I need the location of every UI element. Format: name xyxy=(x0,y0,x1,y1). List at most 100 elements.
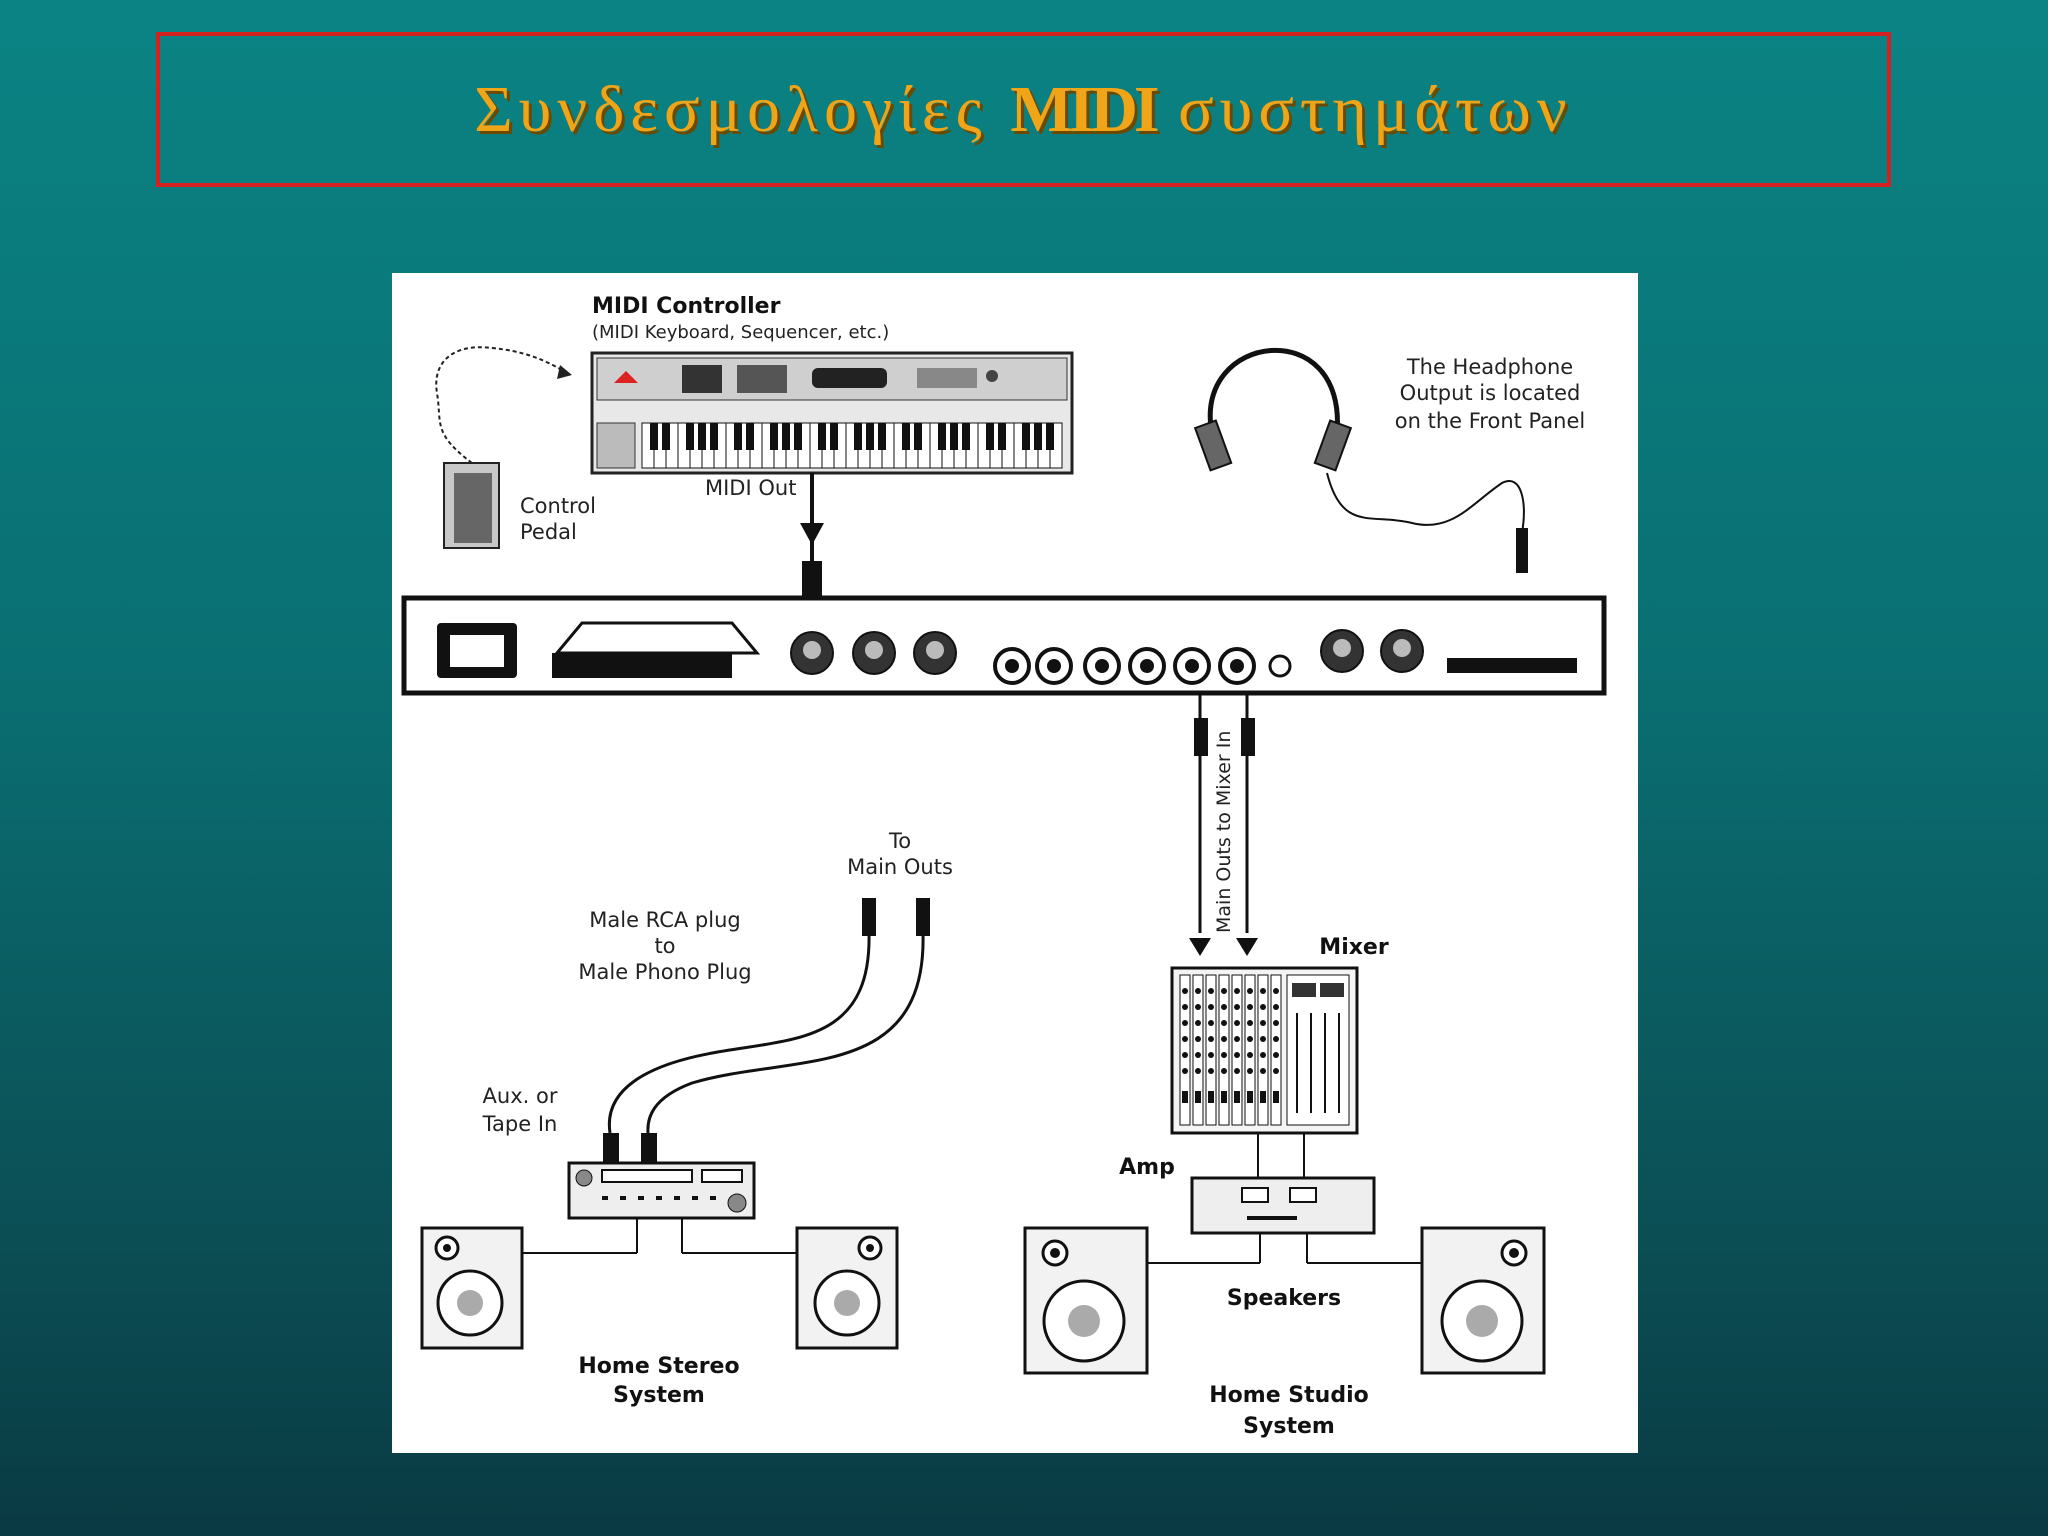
mixer-channel-strip xyxy=(1231,974,1243,1126)
mixer-knob xyxy=(1260,1020,1266,1026)
midi-connection-diagram: MIDI Controller (MIDI Keyboard, Sequence… xyxy=(392,273,1638,1453)
mixer-knob xyxy=(1234,1036,1240,1042)
mixer-knob xyxy=(1182,1004,1188,1010)
black-key xyxy=(914,423,922,450)
mixer-channel-strip xyxy=(1244,974,1256,1126)
black-key xyxy=(950,423,958,450)
aux-tape-line2: Tape In xyxy=(482,1112,558,1136)
midi-out-label: MIDI Out xyxy=(705,476,796,500)
mixer xyxy=(1170,966,1359,1178)
mixer-knob xyxy=(1221,1052,1227,1058)
mixer-knob xyxy=(1195,1068,1201,1074)
mixer-knob xyxy=(1234,1068,1240,1074)
aux-tape-line1: Aux. or xyxy=(483,1084,558,1108)
midi-out-cable xyxy=(800,473,824,596)
title-frame: Συνδεσμολογίες MIDI συστημάτων xyxy=(156,32,1891,187)
black-key xyxy=(818,423,826,450)
amp-label: Amp xyxy=(1119,1155,1175,1180)
rca-plug-line3: Male Phono Plug xyxy=(578,960,751,984)
headphone-note-line3: on the Front Panel xyxy=(1395,409,1585,433)
mixer-knob xyxy=(1247,1004,1253,1010)
mixer-knob xyxy=(1182,1068,1188,1074)
rear-panel xyxy=(401,595,1607,696)
mixer-knob xyxy=(1247,988,1253,994)
home-stereo-line1: Home Stereo xyxy=(578,1354,739,1379)
main-outs-to-mixer-label: Main Outs to Mixer In xyxy=(1213,731,1235,933)
black-key xyxy=(998,423,1006,450)
mixer-knob xyxy=(1208,1036,1214,1042)
mixer-channel-strip xyxy=(1257,974,1269,1126)
midi-controller-subtitle: (MIDI Keyboard, Sequencer, etc.) xyxy=(592,322,889,343)
to-main-outs-line1: To xyxy=(888,829,911,853)
black-key xyxy=(662,423,670,450)
mixer-knob xyxy=(1273,1004,1279,1010)
midi-port-pin xyxy=(865,641,883,659)
black-key xyxy=(866,423,874,450)
black-key xyxy=(854,423,862,450)
headphone-note-line1: The Headphone xyxy=(1406,355,1573,379)
black-key xyxy=(1046,423,1054,450)
mixer-knob xyxy=(1273,988,1279,994)
black-key xyxy=(878,423,886,450)
black-key xyxy=(686,423,694,450)
mixer-knob xyxy=(1247,1052,1253,1058)
mixer-fader xyxy=(1234,1091,1240,1103)
mixer-knob xyxy=(1221,1036,1227,1042)
audio-jack-hole xyxy=(1095,659,1109,673)
mixer-knob xyxy=(1234,1020,1240,1026)
mixer-knob xyxy=(1182,1052,1188,1058)
black-key xyxy=(650,423,658,450)
black-key xyxy=(1022,423,1030,450)
mixer-knob xyxy=(1195,1020,1201,1026)
din-port-pin xyxy=(1333,639,1351,657)
mixer-channel-strip xyxy=(1205,974,1217,1126)
mixer-knob xyxy=(1273,1020,1279,1026)
mixer-knob xyxy=(1273,1068,1279,1074)
din-port-pin xyxy=(1393,639,1411,657)
stereo-speaker-right xyxy=(795,1226,899,1350)
mixer-knob xyxy=(1195,1004,1201,1010)
mixer-fader xyxy=(1195,1091,1201,1103)
black-key xyxy=(782,423,790,450)
home-studio-line2: System xyxy=(1243,1414,1335,1439)
rca-cables xyxy=(603,898,930,1163)
mixer-knob xyxy=(1208,1004,1214,1010)
to-main-outs-line2: Main Outs xyxy=(847,855,953,879)
midi-port-pin xyxy=(803,641,821,659)
mixer-channel-strip xyxy=(1179,974,1191,1126)
mixer-knob xyxy=(1273,1036,1279,1042)
black-key xyxy=(938,423,946,450)
speakers-label: Speakers xyxy=(1227,1286,1341,1311)
mixer-knob xyxy=(1221,1004,1227,1010)
mixer-knob xyxy=(1195,1036,1201,1042)
mixer-fader xyxy=(1260,1091,1266,1103)
black-key xyxy=(962,423,970,450)
mixer-knob xyxy=(1221,1020,1227,1026)
control-pedal xyxy=(435,346,572,549)
mixer-knob xyxy=(1260,1036,1266,1042)
mixer-fader xyxy=(1221,1091,1227,1103)
mixer-knob xyxy=(1273,1052,1279,1058)
audio-jack-hole xyxy=(1185,659,1199,673)
midi-controller-title: MIDI Controller xyxy=(592,294,781,319)
mixer-knob xyxy=(1195,1052,1201,1058)
black-key xyxy=(698,423,706,450)
audio-jack-hole xyxy=(1047,659,1061,673)
headphones-icon xyxy=(1193,348,1528,573)
title-midi: MIDI xyxy=(1010,72,1159,146)
mixer-label: Mixer xyxy=(1319,935,1389,960)
rca-plug-line1: Male RCA plug xyxy=(589,908,740,932)
mixer-knob xyxy=(1221,1068,1227,1074)
title-part1: Συνδεσμολογίες xyxy=(474,72,988,146)
mixer-knob xyxy=(1182,1036,1188,1042)
midi-port-pin xyxy=(926,641,944,659)
home-studio-line1: Home Studio xyxy=(1209,1383,1368,1408)
main-outs-cables xyxy=(1189,693,1258,956)
studio-speaker-right xyxy=(1420,1226,1546,1375)
stereo-receiver xyxy=(522,1161,797,1254)
mixer-fader xyxy=(1247,1091,1253,1103)
mixer-fader xyxy=(1273,1091,1279,1103)
mixer-fader xyxy=(1208,1091,1214,1103)
black-key xyxy=(830,423,838,450)
audio-jack-hole xyxy=(1005,659,1019,673)
